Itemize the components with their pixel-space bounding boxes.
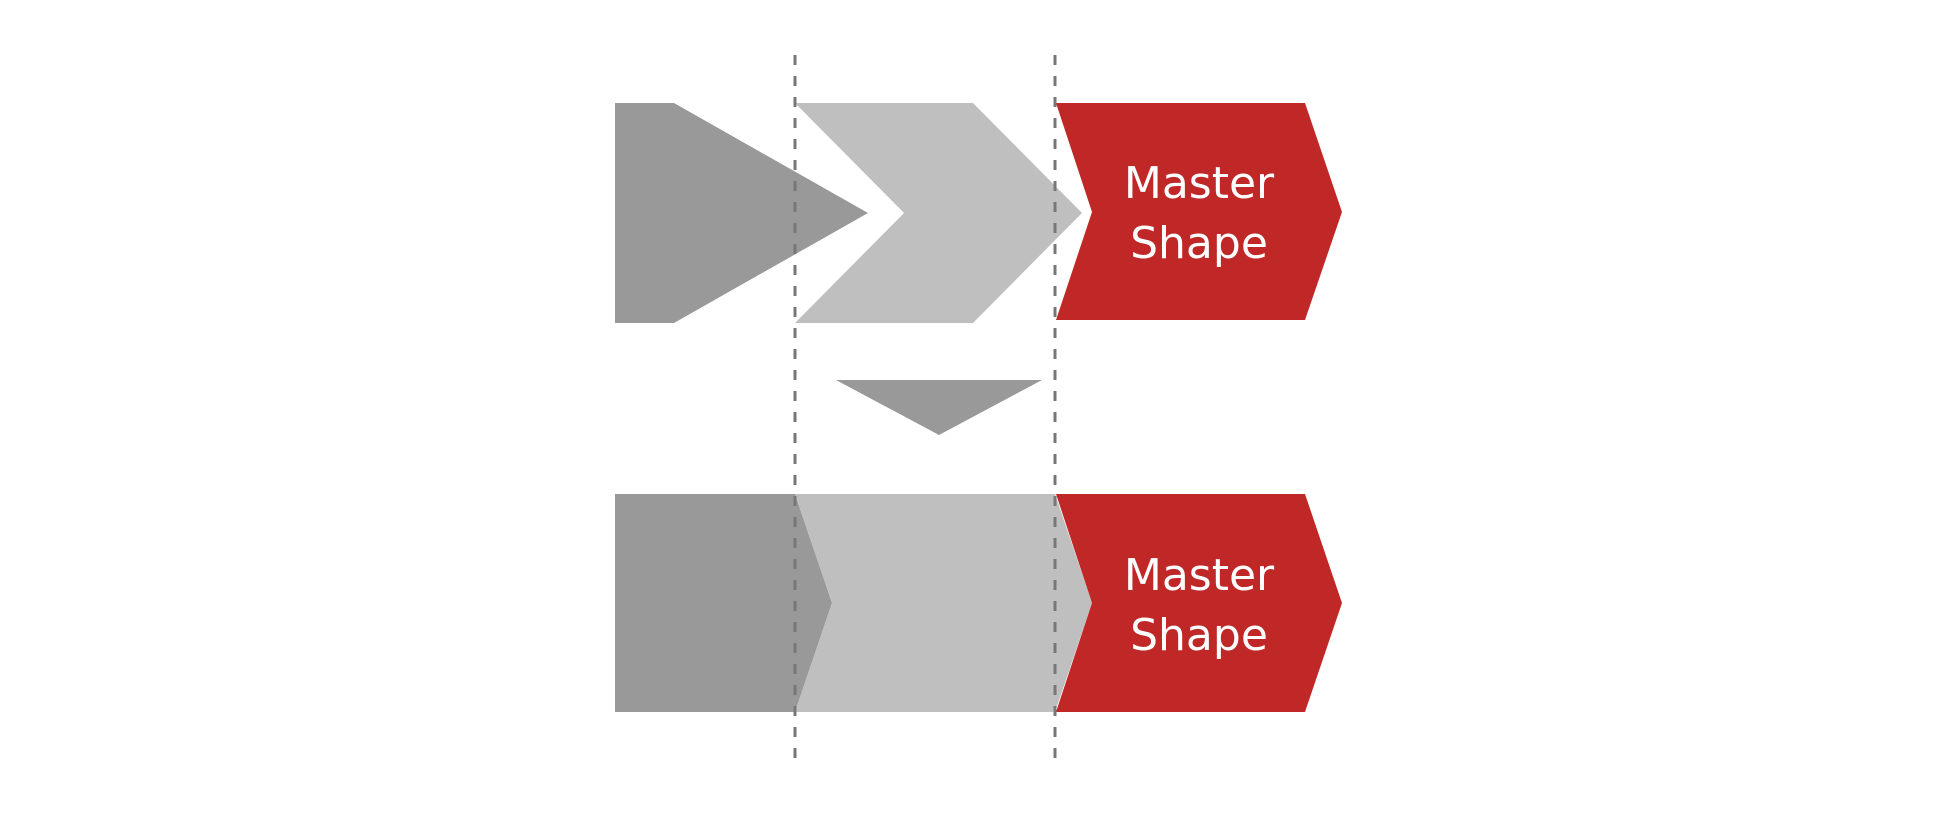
master-shape-label-line1: Master xyxy=(1124,158,1275,209)
master-shape-label-line2: Shape xyxy=(1130,218,1268,269)
top-row: Master Shape xyxy=(615,103,1342,323)
dark-gray-pentagon-arrow xyxy=(615,103,868,323)
bottom-row: Master Shape xyxy=(615,494,1342,712)
dark-gray-pentagon-block xyxy=(615,494,832,712)
master-shape-chevron-bottom xyxy=(1056,494,1342,712)
down-arrow-triangle xyxy=(836,380,1042,435)
master-shape-chevron-top xyxy=(1056,103,1342,320)
light-gray-chevron-block xyxy=(795,494,1092,712)
light-gray-chevron xyxy=(795,103,1082,323)
master-shape-label-line1: Master xyxy=(1124,550,1275,601)
master-shape-label-line2: Shape xyxy=(1130,610,1268,661)
